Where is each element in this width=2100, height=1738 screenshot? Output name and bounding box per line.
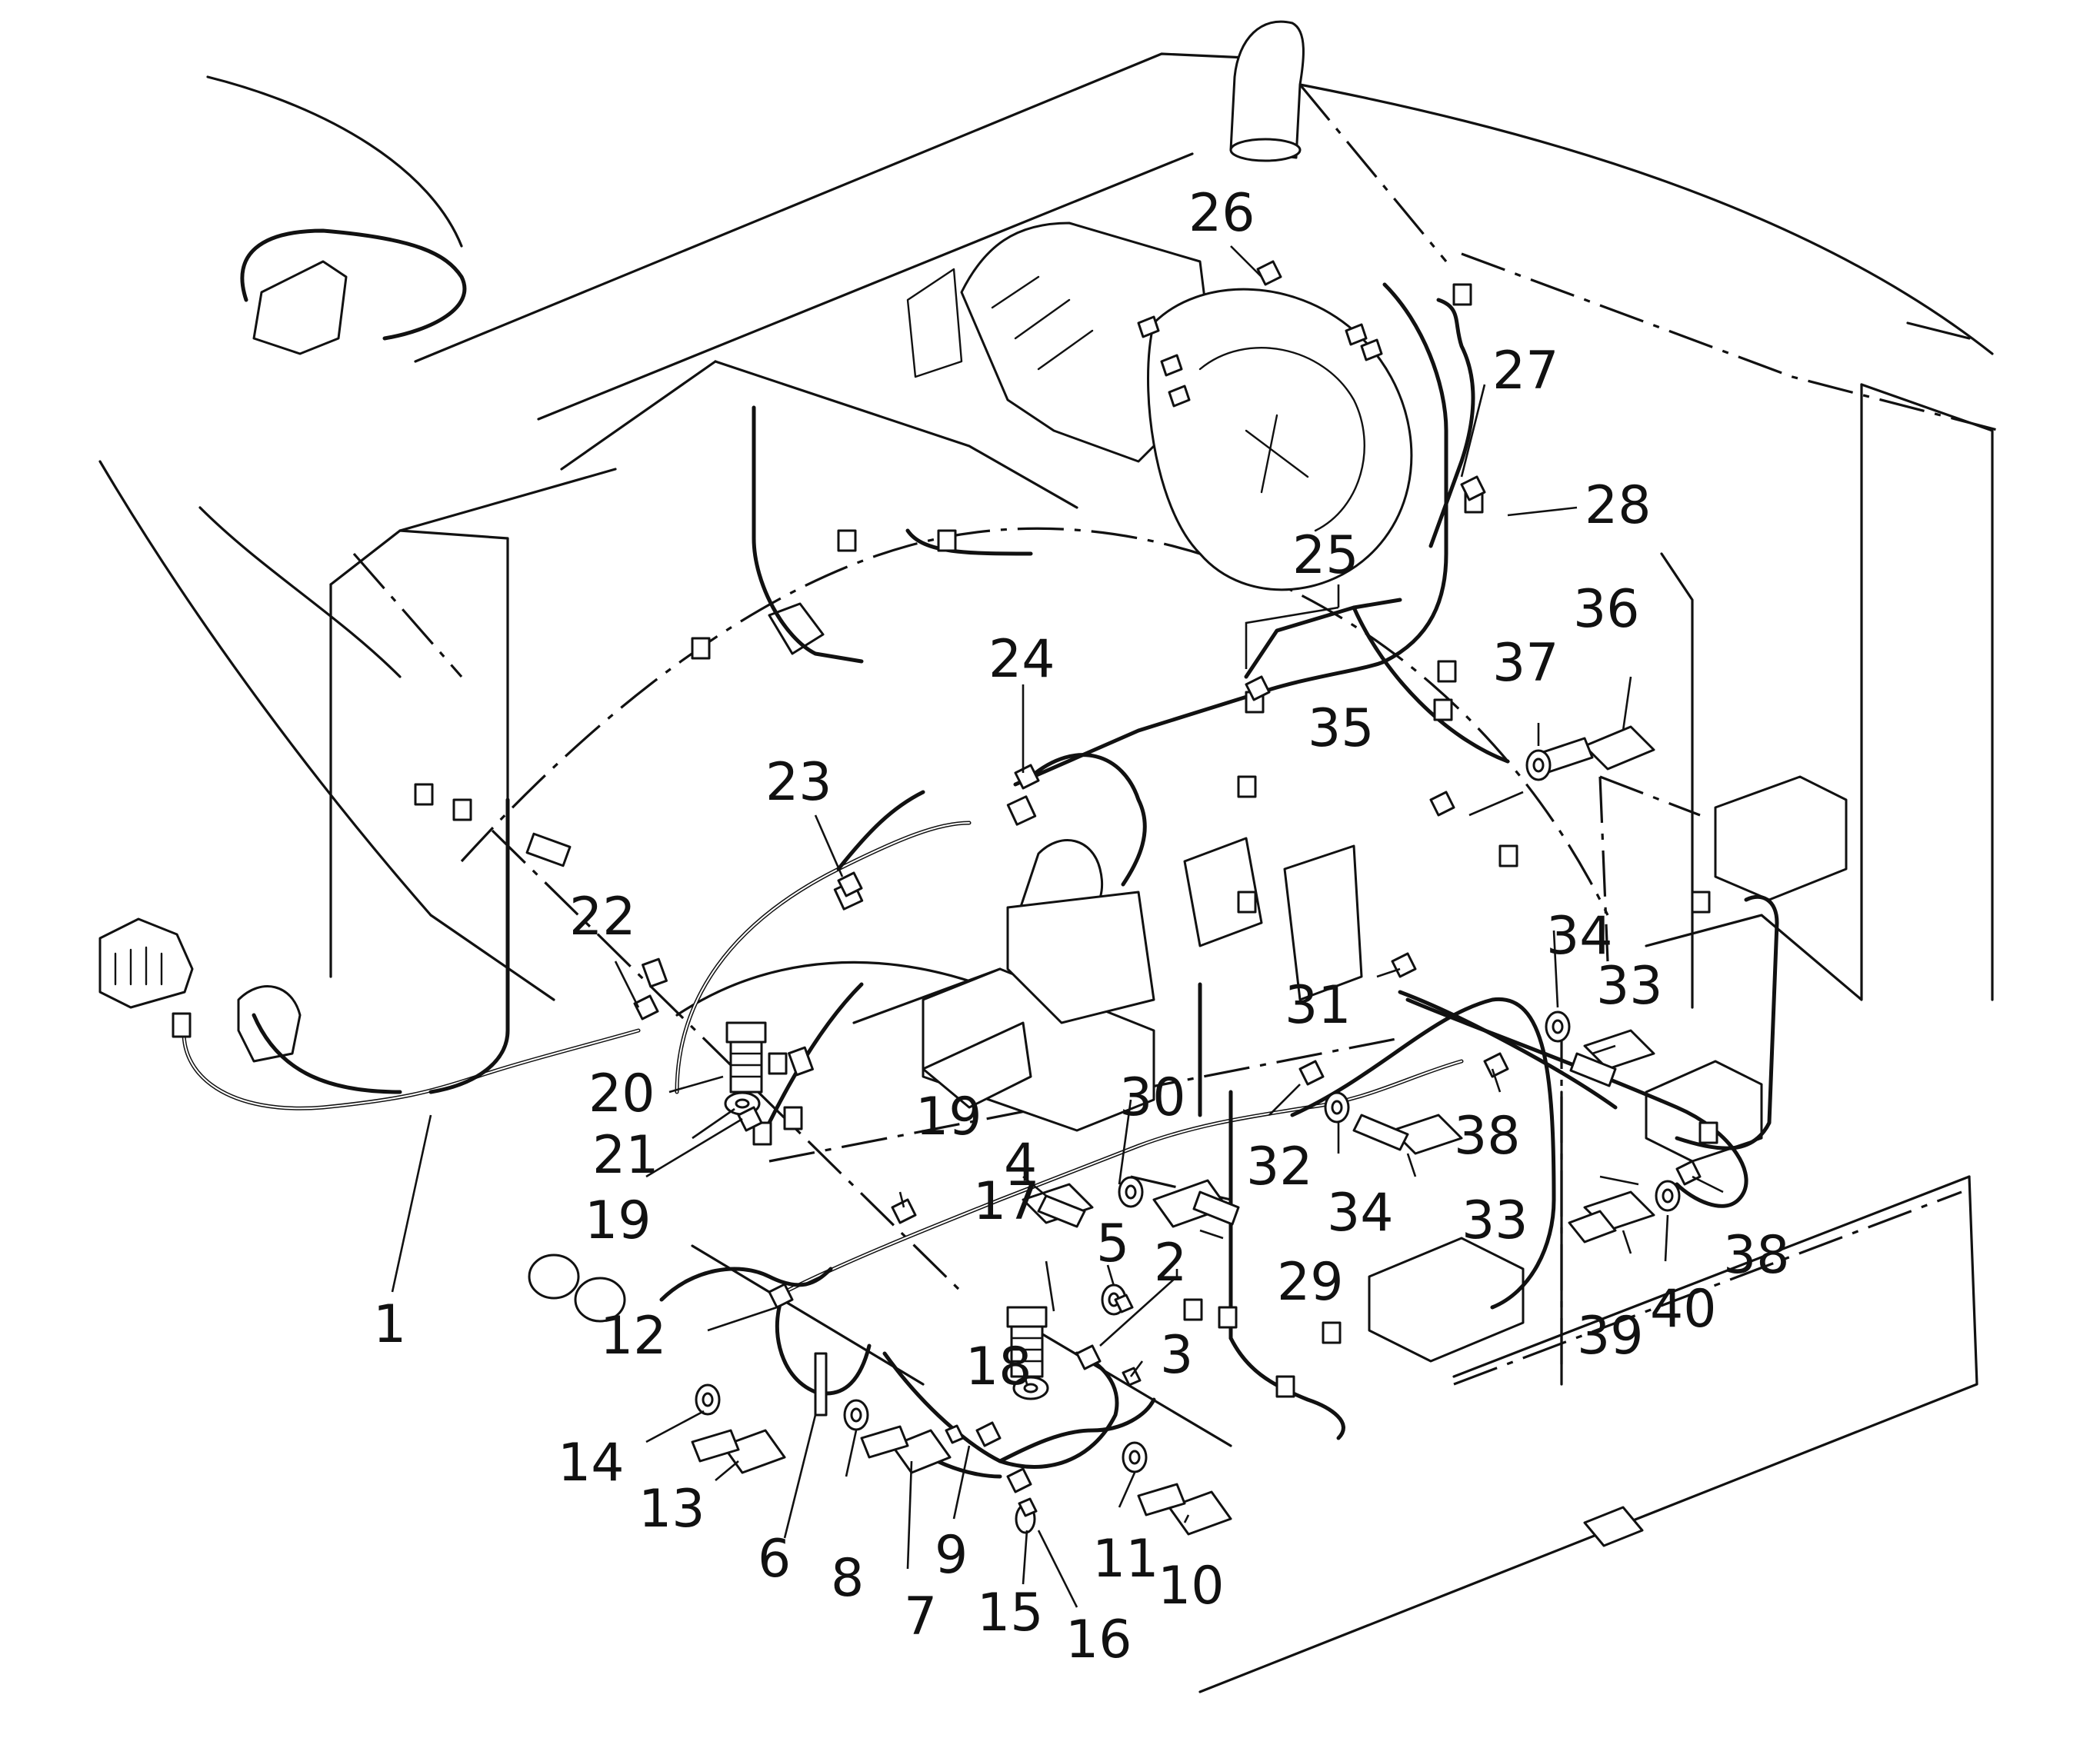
callout-5: 5 — [1096, 1214, 1129, 1274]
bolt-33-right — [1583, 1029, 1655, 1070]
callout-19a: 19 — [915, 1087, 982, 1147]
callout-33b: 33 — [1596, 956, 1663, 1017]
callout-33a: 33 — [1462, 1190, 1528, 1251]
callout-12: 12 — [600, 1306, 667, 1367]
callout-38b: 38 — [1723, 1225, 1790, 1286]
callout-7: 7 — [904, 1587, 937, 1647]
callout-4: 4 — [1004, 1133, 1037, 1194]
front-lamps — [528, 1254, 626, 1323]
callout-16: 16 — [1065, 1610, 1132, 1670]
callout-24: 24 — [988, 629, 1055, 690]
callout-22: 22 — [569, 887, 636, 947]
callout-35: 35 — [1308, 698, 1375, 759]
callout-30: 30 — [1119, 1067, 1186, 1128]
callout-labels: 1 2 3 4 5 6 7 8 9 10 11 12 13 14 15 16 1… — [373, 183, 1790, 1670]
bolt-33-mid — [1391, 1114, 1463, 1155]
callout-2: 2 — [1154, 1233, 1187, 1294]
callout-36: 36 — [1573, 579, 1640, 640]
callout-38a: 38 — [1454, 1106, 1521, 1167]
bolts — [691, 725, 1655, 1547]
callout-leaders — [391, 245, 1724, 1608]
machine-body-outline — [98, 52, 1994, 1693]
wiring-harness — [182, 228, 1779, 1479]
callout-23: 23 — [765, 752, 832, 813]
callout-17: 17 — [973, 1171, 1040, 1232]
exhaust-pipe — [1229, 20, 1305, 162]
callout-31: 31 — [1285, 975, 1352, 1036]
callout-6: 6 — [758, 1529, 791, 1590]
callout-26: 26 — [1188, 183, 1255, 244]
callout-20: 20 — [588, 1064, 655, 1124]
callout-8: 8 — [831, 1548, 864, 1609]
fuel-tank-components — [768, 602, 1263, 1024]
callout-9: 9 — [935, 1525, 968, 1586]
callout-25: 25 — [1292, 525, 1359, 586]
relay-bracket-left — [237, 260, 348, 1063]
callout-21: 21 — [592, 1125, 659, 1186]
callout-3: 3 — [1160, 1325, 1193, 1386]
callout-29: 29 — [1277, 1252, 1344, 1313]
bolt-36 — [1583, 725, 1655, 771]
bolt-17 — [1006, 1306, 1048, 1378]
callout-32: 32 — [1246, 1137, 1313, 1197]
callout-39: 39 — [1577, 1306, 1644, 1367]
callout-19b: 19 — [585, 1190, 652, 1251]
engine-pump-assembly — [906, 221, 1413, 591]
callout-34a: 34 — [1327, 1183, 1394, 1244]
bolt-20 — [725, 1021, 767, 1094]
callout-28: 28 — [1585, 475, 1652, 536]
callout-11: 11 — [1092, 1529, 1159, 1590]
harness-clamps — [633, 260, 1702, 1517]
callout-10: 10 — [1158, 1556, 1225, 1616]
callout-40: 40 — [1650, 1279, 1717, 1340]
callout-15: 15 — [977, 1583, 1044, 1643]
callout-14: 14 — [558, 1433, 625, 1493]
callout-1: 1 — [373, 1294, 406, 1355]
harness-connectors — [172, 283, 1718, 1398]
callout-34b: 34 — [1546, 906, 1613, 967]
callout-18: 18 — [965, 1337, 1032, 1397]
work-light — [98, 917, 194, 1009]
callout-27: 27 — [1492, 341, 1559, 401]
callout-13: 13 — [638, 1479, 705, 1540]
callout-37: 37 — [1492, 633, 1559, 694]
